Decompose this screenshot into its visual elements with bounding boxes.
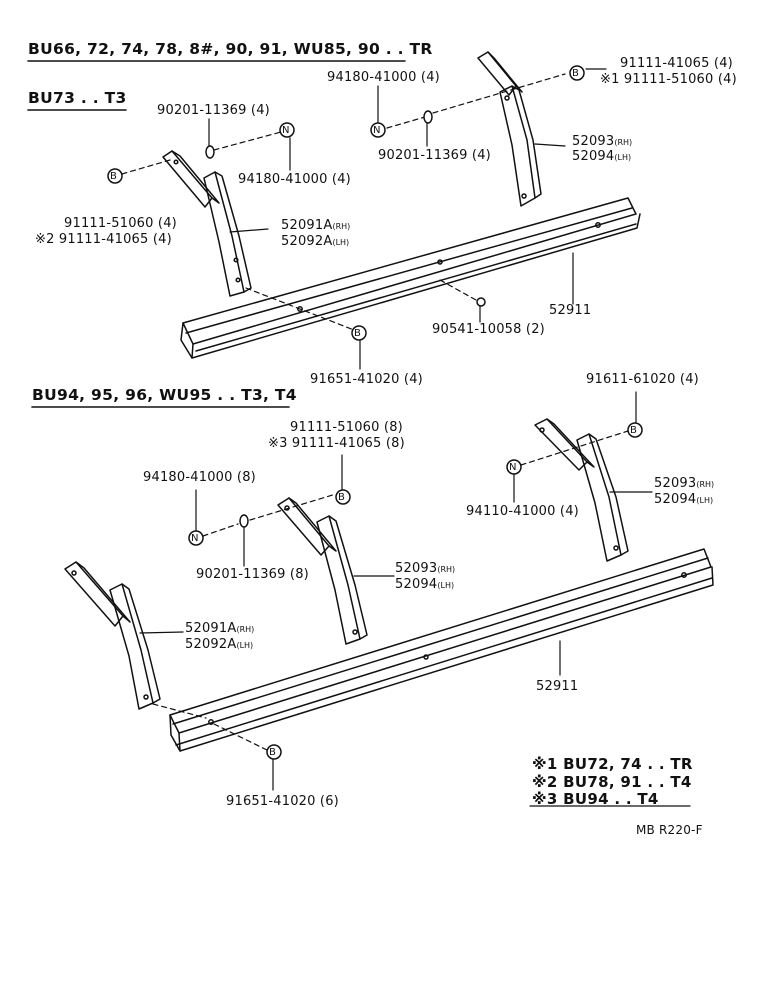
nut-marker <box>371 123 385 137</box>
marker-letter: N <box>509 462 517 473</box>
part-number-52091a: 52091A(RH) <box>185 621 255 636</box>
part-label: 90541-10058 (2) <box>432 322 545 337</box>
part-label: ※1 91111-51060 (4) <box>600 72 737 87</box>
part-number-52094: 52094(LH) <box>654 492 714 507</box>
bracket-52093-upper <box>478 52 541 206</box>
part-number-52911: 52911 <box>549 303 592 318</box>
reference-code: MB R220-F <box>636 823 703 837</box>
step-bar-lower <box>170 549 713 751</box>
footnote-1: ※1 BU72, 74 . . TR <box>532 755 693 773</box>
footnote-3: ※3 BU94 . . T4 <box>532 790 659 808</box>
part-number-52093: 52093(RH) <box>654 476 715 491</box>
marker-letter: B <box>572 68 580 79</box>
bolt-marker <box>628 423 642 437</box>
bolt-marker <box>267 745 281 759</box>
part-label: 90201-11369 (4) <box>157 103 270 118</box>
part-label: 94180-41000 (4) <box>238 172 351 187</box>
bolt-marker <box>108 169 122 183</box>
part-label: 94110-41000 (4) <box>466 504 579 519</box>
part-number-52094: 52094(LH) <box>395 577 455 592</box>
washer-marker <box>424 111 432 123</box>
bracket-52093-lower-right <box>535 419 628 561</box>
part-label: 90201-11369 (8) <box>196 567 309 582</box>
dash-lines-upper <box>122 74 565 330</box>
nut-marker <box>280 123 294 137</box>
part-number-52092a: 52092A(LH) <box>185 637 254 652</box>
bolt-marker <box>352 326 366 340</box>
part-number-52911: 52911 <box>536 679 579 694</box>
part-number-52092a: 52092A(LH) <box>281 234 350 249</box>
leaders-upper <box>209 69 606 369</box>
leaders-lower <box>140 392 690 806</box>
part-label: 94180-41000 (8) <box>143 470 256 485</box>
marker-letter: B <box>354 328 362 339</box>
part-number-52091a: 52091A(RH) <box>281 218 351 233</box>
section-title-2: BU94, 95, 96, WU95 . . T3, T4 <box>32 386 297 404</box>
marker-letter: N <box>373 125 381 136</box>
section-title-1: BU66, 72, 74, 78, 8#, 90, 91, WU85, 90 .… <box>28 40 433 58</box>
bracket-52091a-lower <box>65 562 160 709</box>
screw-marker <box>477 298 485 306</box>
bolt-marker <box>336 490 350 504</box>
part-number-52093: 52093(RH) <box>395 561 456 576</box>
marker-letter: B <box>269 747 277 758</box>
section-subtitle-1: BU73 . . T3 <box>28 89 127 107</box>
marker-letter: B <box>630 425 638 436</box>
part-label: 91111-51060 (4) <box>64 216 177 231</box>
part-label: 94180-41000 (4) <box>327 70 440 85</box>
part-label: 91111-41065 (4) <box>620 56 733 71</box>
marker-letter: N <box>191 533 199 544</box>
nut-marker <box>189 531 203 545</box>
part-label: ※3 91111-41065 (8) <box>268 436 405 451</box>
part-label: 91611-61020 (4) <box>586 372 699 387</box>
bracket-52093-lower-mid <box>278 498 367 644</box>
part-label: 90201-11369 (4) <box>378 148 491 163</box>
part-label: 91111-51060 (8) <box>290 420 403 435</box>
part-label: 91651-41020 (6) <box>226 794 339 809</box>
marker-letter: B <box>110 171 118 182</box>
nut-marker <box>507 460 521 474</box>
marker-letter: B <box>338 492 346 503</box>
dash-lines-lower <box>153 431 628 752</box>
part-number-52093: 52093(RH) <box>572 134 633 149</box>
washer-marker <box>240 515 248 527</box>
step-bar-upper <box>181 198 640 358</box>
part-label: ※2 91111-41065 (4) <box>35 232 172 247</box>
bolt-marker <box>570 66 584 80</box>
marker-letter: N <box>282 125 290 136</box>
part-label: 91651-41020 (4) <box>310 372 423 387</box>
washer-marker <box>206 146 214 158</box>
part-number-52094: 52094(LH) <box>572 149 632 164</box>
footnote-2: ※2 BU78, 91 . . T4 <box>532 773 692 791</box>
